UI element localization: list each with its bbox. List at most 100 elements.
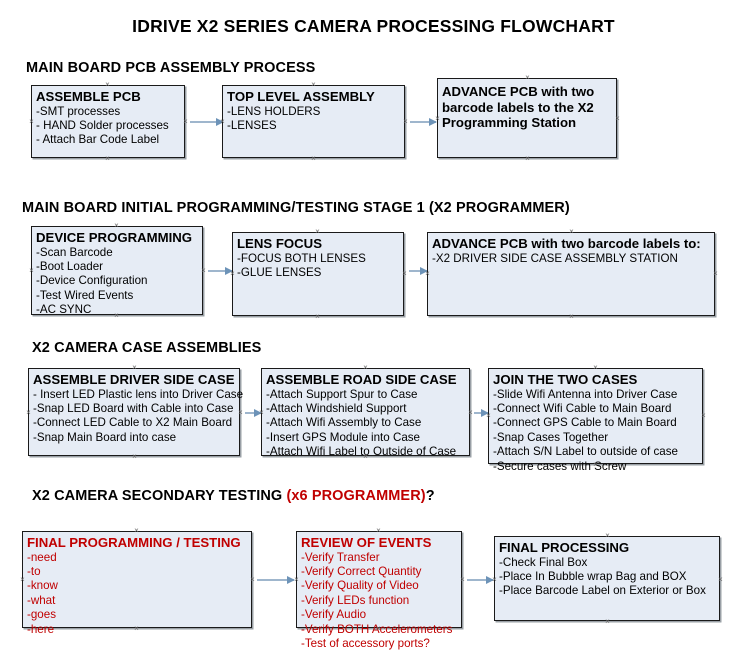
box-line: -Verify Quality of Video	[301, 579, 419, 593]
resize-handle-bottom[interactable]	[310, 155, 317, 162]
box-assemble-pcb[interactable]: ASSEMBLE PCB -SMT processes - HAND Solde…	[31, 85, 185, 158]
box-line: -Attach Windshield Support	[266, 401, 407, 415]
resize-handle-bottom[interactable]	[113, 312, 120, 319]
resize-handle-right[interactable]	[459, 576, 466, 583]
resize-handle-top[interactable]	[133, 527, 140, 534]
resize-handle-top[interactable]	[568, 228, 575, 235]
box-final-processing[interactable]: FINAL PROCESSING -Check Final Box -Place…	[494, 536, 720, 621]
section-heading-main-board-initial-programming: MAIN BOARD INITIAL PROGRAMMING/TESTING S…	[22, 200, 570, 216]
resize-handle-bottom[interactable]	[104, 155, 111, 162]
resize-handle-left[interactable]	[25, 409, 32, 416]
box-line: -Snap LED Board with Cable into Case	[33, 401, 234, 415]
resize-handle-top[interactable]	[604, 532, 611, 539]
box-device-programming[interactable]: DEVICE PROGRAMMING -Scan Barcode -Boot L…	[31, 226, 203, 317]
resize-handle-top[interactable]	[314, 228, 321, 235]
resize-handle-top[interactable]	[104, 81, 111, 88]
box-line: -AC SYNC	[36, 303, 92, 317]
resize-handle-left[interactable]	[229, 270, 236, 277]
resize-handle-bottom[interactable]	[375, 625, 382, 632]
resize-handle-right[interactable]	[402, 118, 409, 125]
box-top-level-assembly[interactable]: TOP LEVEL ASSEMBLY -LENS HOLDERS -LENSES	[222, 85, 405, 158]
resize-handle-right[interactable]	[182, 118, 189, 125]
section-heading-x2-camera-case-assemblies: X2 CAMERA CASE ASSEMBLIES	[32, 340, 262, 356]
resize-handle-right[interactable]	[717, 576, 724, 583]
resize-handle-bottom[interactable]	[568, 313, 575, 320]
box-final-programming-testing[interactable]: FINAL PROGRAMMING / TESTING -need -to -k…	[22, 531, 252, 636]
resize-handle-top[interactable]	[375, 527, 382, 534]
resize-handle-left[interactable]	[258, 409, 265, 416]
resize-handle-top[interactable]	[362, 364, 369, 371]
page-title: IDRIVE X2 SERIES CAMERA PROCESSING FLOWC…	[132, 16, 615, 36]
resize-handle-left[interactable]	[19, 576, 26, 583]
box-line: -Verify Correct Quantity	[301, 564, 422, 578]
resize-handle-right[interactable]	[712, 270, 719, 277]
box-join-the-two-cases[interactable]: JOIN THE TWO CASES -Slide Wifi Antenna i…	[488, 368, 703, 473]
resize-handle-bottom[interactable]	[133, 625, 140, 632]
box-advance-pcb-driver-side-case[interactable]: ADVANCE PCB with two barcode labels to: …	[427, 232, 715, 316]
resize-handle-top[interactable]	[310, 81, 317, 88]
resize-handle-left[interactable]	[491, 576, 498, 583]
box-header: FINAL PROGRAMMING / TESTING	[27, 535, 241, 550]
resize-handle-right[interactable]	[237, 409, 244, 416]
box-line: -Place In Bubble wrap Bag and BOX	[499, 569, 687, 583]
box-assemble-driver-side-case[interactable]: ASSEMBLE DRIVER SIDE CASE - Insert LED P…	[28, 368, 244, 456]
resize-handle-right[interactable]	[700, 412, 707, 419]
box-advance-pcb-x2-programming-station[interactable]: ADVANCE PCB with two barcode labels to t…	[437, 78, 617, 158]
connector-arrow	[257, 575, 295, 584]
box-line: -Verify LEDs function	[301, 593, 410, 607]
box-line: - Insert LED Plastic lens into Driver Ca…	[33, 387, 244, 401]
resize-handle-top[interactable]	[592, 364, 599, 371]
resize-handle-right[interactable]	[467, 409, 474, 416]
box-header: FINAL PROCESSING	[499, 540, 630, 555]
box-header: DEVICE PROGRAMMING	[36, 230, 193, 245]
section-heading-x2-camera-secondary-testing: X2 CAMERA SECONDARY TESTING (x6 PROGRAMM…	[32, 488, 435, 504]
section-heading-main-board-pcb-assembly: MAIN BOARD PCB ASSEMBLY PROCESS	[26, 60, 316, 76]
resize-handle-top[interactable]	[113, 222, 120, 229]
box-header: ADVANCE PCB with two barcode labels to t…	[442, 84, 595, 130]
resize-handle-right[interactable]	[614, 115, 621, 122]
resize-handle-right[interactable]	[401, 270, 408, 277]
box-header: ASSEMBLE DRIVER SIDE CASE	[33, 372, 235, 387]
box-header: LENS FOCUS	[237, 236, 322, 251]
section-heading-tail: ?	[425, 488, 435, 504]
box-line: -FOCUS BOTH LENSES	[237, 251, 366, 265]
resize-handle-right[interactable]	[200, 267, 207, 274]
resize-handle-right[interactable]	[249, 576, 256, 583]
box-line: -Snap Cases Together	[493, 430, 609, 444]
resize-handle-bottom[interactable]	[362, 453, 369, 460]
box-assemble-road-side-case[interactable]: ASSEMBLE ROAD SIDE CASE -Attach Support …	[261, 368, 470, 459]
box-line: -what	[27, 593, 56, 607]
box-line: -GLUE LENSES	[237, 265, 322, 279]
box-line: -Verify Transfer	[301, 550, 380, 564]
box-line: - Attach Bar Code Label	[36, 133, 160, 147]
resize-handle-bottom[interactable]	[314, 313, 321, 320]
box-review-of-events[interactable]: REVIEW OF EVENTS -Verify Transfer -Verif…	[296, 531, 462, 650]
box-line: -Connect Wifi Cable to Main Board	[493, 401, 672, 415]
resize-handle-left[interactable]	[28, 118, 35, 125]
resize-handle-bottom[interactable]	[592, 461, 599, 468]
resize-handle-top[interactable]	[524, 74, 531, 81]
box-line: -Attach Support Spur to Case	[266, 387, 418, 401]
resize-handle-top[interactable]	[131, 364, 138, 371]
box-lens-focus[interactable]: LENS FOCUS -FOCUS BOTH LENSES -GLUE LENS…	[232, 232, 404, 316]
box-line: -goes	[27, 608, 57, 622]
resize-handle-bottom[interactable]	[524, 155, 531, 162]
resize-handle-left[interactable]	[219, 118, 226, 125]
box-line: - HAND Solder processes	[36, 118, 169, 132]
resize-handle-left[interactable]	[434, 115, 441, 122]
box-line: -Test Wired Events	[36, 288, 134, 302]
resize-handle-left[interactable]	[485, 412, 492, 419]
box-line: -Boot Loader	[36, 259, 104, 273]
resize-handle-bottom[interactable]	[131, 453, 138, 460]
box-line: -to	[27, 564, 41, 578]
box-header: ASSEMBLE PCB	[36, 89, 141, 104]
resize-handle-left[interactable]	[424, 270, 431, 277]
box-line: -Attach Wifi Label to Outside of Case	[266, 445, 457, 459]
resize-handle-bottom[interactable]	[604, 618, 611, 625]
box-header: REVIEW OF EVENTS	[301, 535, 432, 550]
box-header: ADVANCE PCB with two barcode labels to:	[432, 236, 701, 251]
resize-handle-left[interactable]	[28, 267, 35, 274]
resize-handle-left[interactable]	[293, 576, 300, 583]
box-line: -here	[27, 622, 55, 636]
